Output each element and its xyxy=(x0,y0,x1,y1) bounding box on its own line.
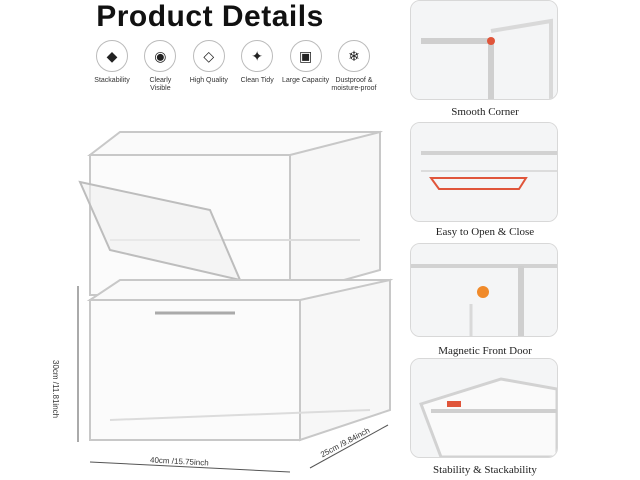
feature-label: Large Capacity xyxy=(282,77,330,84)
feature-stackability: ◆ Stackability xyxy=(88,40,136,93)
feature-label: Dustproof & moisture-proof xyxy=(331,77,377,92)
stacked-boxes-illustration xyxy=(77,130,394,473)
smooth-corner-illustration xyxy=(411,1,557,99)
feature-label: Stackability xyxy=(94,77,130,84)
feature-large-capacity: ▣ Large Capacity xyxy=(282,40,330,93)
feature-clean-tidy: ✦ Clean Tidy xyxy=(233,40,281,93)
detail-caption: Smooth Corner xyxy=(451,106,519,118)
detail-image-magnetic-door xyxy=(410,243,558,337)
diamond-icon: ◇ xyxy=(192,40,225,72)
feature-high-quality: ◇ High Quality xyxy=(185,40,233,93)
detail-caption: Stability & Stackability xyxy=(433,464,537,476)
water-drop-icon: ❄ xyxy=(337,40,370,72)
detail-image-easy-open xyxy=(410,122,558,222)
feature-icons-row: ◆ Stackability ◉ Clearly Visible ◇ High … xyxy=(88,40,378,93)
feature-label: High Quality xyxy=(189,77,228,84)
handle-illustration xyxy=(411,123,557,221)
feature-label: Clean Tidy xyxy=(240,77,274,84)
stack-layers-icon: ◆ xyxy=(96,40,128,72)
detail-caption: Easy to Open & Close xyxy=(435,226,535,238)
feature-label: Clearly Visible xyxy=(149,77,172,92)
height-dimension-label: 30cm /11.81inch xyxy=(51,360,60,419)
magnet-illustration xyxy=(411,244,557,336)
box-capacity-icon: ▣ xyxy=(289,40,322,72)
detail-image-stability xyxy=(410,358,558,458)
feature-dustproof: ❄ Dustproof & moisture-proof xyxy=(330,40,378,93)
stacking-illustration xyxy=(411,359,557,457)
eye-icon: ◉ xyxy=(144,40,177,72)
detail-caption: Magnetic Front Door xyxy=(438,345,532,357)
detail-image-smooth-corner xyxy=(410,0,558,100)
page-title: Product Details xyxy=(96,0,324,33)
feature-clearly-visible: ◉ Clearly Visible xyxy=(136,40,184,93)
sparkle-icon: ✦ xyxy=(241,40,274,72)
